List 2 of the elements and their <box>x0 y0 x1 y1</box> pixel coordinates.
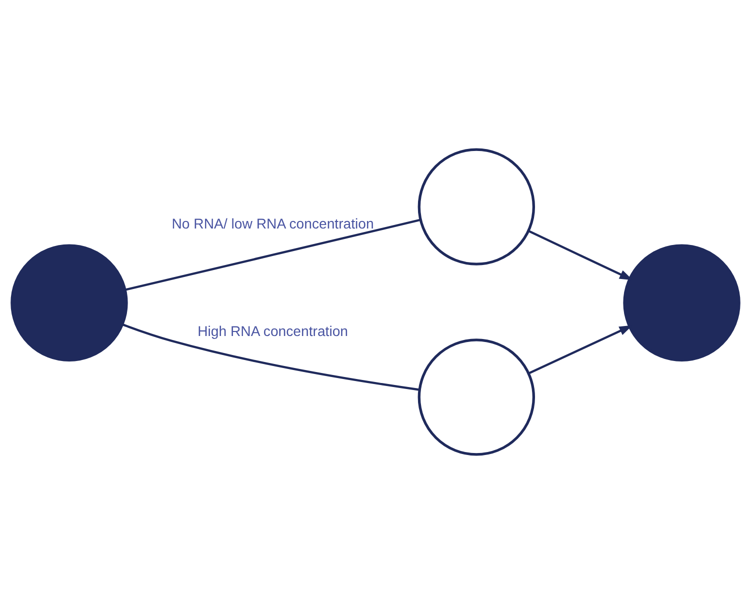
edge-label: High RNA concentration <box>198 322 348 339</box>
edge-label: No RNA/ low RNA concentration <box>172 215 374 232</box>
